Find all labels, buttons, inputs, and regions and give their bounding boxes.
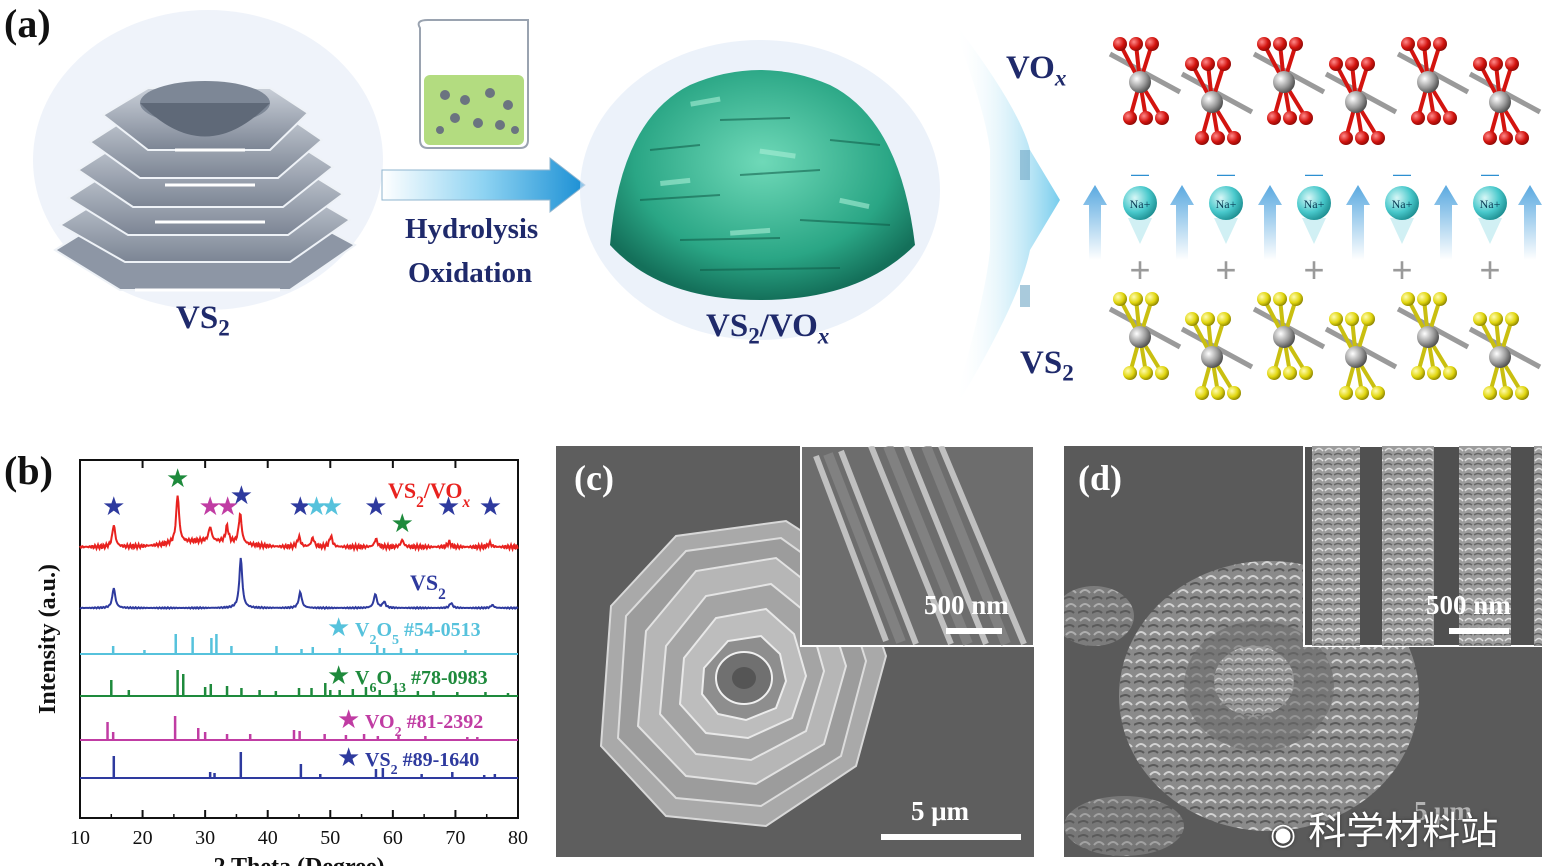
inset-scale-bar	[946, 628, 1002, 634]
negative-charge: —	[1217, 164, 1235, 184]
na-ion	[1209, 186, 1243, 220]
flux-arrow	[1258, 185, 1282, 260]
panel-c-main-scale: 5 μm	[911, 796, 970, 826]
x-axis-label: 2 Theta (Degree)	[213, 854, 384, 866]
flux-arrow	[1346, 185, 1370, 260]
phase-marker-star: ★	[305, 492, 328, 521]
positive-charge: +	[1391, 249, 1412, 290]
negative-charge: —	[1131, 164, 1149, 184]
vs2-vox-composite-illustration	[580, 40, 940, 340]
xrd-chart: 10 20 30 40 50 60 70 80 2 Theta (Degree) Intensit…	[35, 459, 528, 866]
vs2-crystal-layer	[1108, 292, 1542, 400]
x-tick-label: 50	[320, 827, 340, 849]
vs2-caption: VS2	[176, 300, 230, 341]
panel-d-sem-image: (d) 500 nm 5 μm	[1064, 446, 1542, 857]
phase-marker-star: ★	[479, 492, 502, 521]
phase-marker-star: ★	[364, 492, 387, 521]
series-label-4: VO2 #81-2392	[365, 711, 483, 740]
panel-b-label: (b)	[4, 448, 53, 493]
flux-arrow	[1083, 185, 1107, 260]
series-label-1: VS2	[410, 570, 446, 603]
panel-c-label: (c)	[574, 458, 614, 498]
flux-arrow	[1170, 185, 1194, 260]
process-arrow	[381, 156, 586, 214]
series-star-icon: ★	[327, 661, 350, 690]
phase-marker-star: ★	[102, 492, 125, 521]
na-ion	[1123, 186, 1157, 220]
na-ion-label: Na+	[1304, 197, 1325, 211]
vox-layer-label: VOx	[1006, 50, 1067, 91]
series-line-1	[79, 557, 519, 611]
positive-charge: +	[1303, 249, 1324, 290]
na-ion	[1297, 186, 1331, 220]
beaker-illustration	[417, 19, 529, 149]
vs2-layer-label: VS2	[1020, 345, 1074, 386]
flux-arrow	[1434, 185, 1458, 260]
na-ion-label: Na+	[1130, 197, 1151, 211]
x-tick-label: 20	[133, 827, 153, 849]
vs2-stack-illustration	[33, 10, 383, 310]
series-label-3: V6O13 #78-0983	[355, 667, 488, 696]
panel-c-sem-image: (c) 500 nm 5 μm	[556, 446, 1034, 857]
positive-charge: +	[1215, 249, 1236, 290]
negative-charge: —	[1481, 164, 1499, 184]
phase-marker-star: ★	[391, 509, 414, 538]
negative-charge: —	[1393, 164, 1411, 184]
panel-d-main-scale: 5 μm	[1414, 796, 1473, 826]
na-ion-row: Na+ — + Na+ — + Na+ — + Na+ — + Na+ — +	[1083, 164, 1542, 290]
x-tick-label: 80	[508, 827, 528, 849]
na-ion	[1385, 186, 1419, 220]
panel-a-label: (a)	[4, 1, 51, 46]
panel-c-inset-scale: 500 nm	[924, 590, 1009, 620]
na-ion-label: Na+	[1216, 197, 1237, 211]
vox-crystal-layer	[1108, 37, 1542, 145]
x-tick-label: 40	[258, 827, 278, 849]
phase-marker-star: ★	[289, 492, 312, 521]
phase-marker-star: ★	[166, 464, 189, 493]
x-tick-label: 10	[70, 827, 90, 849]
panel-d-inset-scale: 500 nm	[1426, 590, 1511, 620]
series-line-0	[79, 495, 519, 553]
series-label-2: V2O5 #54-0513	[355, 619, 481, 648]
process-label-hydrolysis: Hydrolysis	[405, 213, 539, 245]
inset-scale-bar	[1449, 628, 1509, 634]
process-label-oxidation: Oxidation	[408, 257, 533, 289]
positive-charge: +	[1129, 249, 1150, 290]
phase-marker-star: ★	[437, 492, 460, 521]
flux-arrow	[1518, 185, 1542, 260]
negative-charge: —	[1305, 164, 1323, 184]
main-scale-bar	[881, 834, 1021, 840]
phase-marker-star: ★	[198, 492, 221, 521]
series-star-icon: ★	[337, 705, 360, 734]
series-star-icon: ★	[337, 743, 360, 772]
panel-a-schematic: Na+ — + Na+ — + Na+ — + Na+ — + Na+ — +	[33, 10, 1542, 400]
x-tick-label: 60	[383, 827, 403, 849]
na-ion-label: Na+	[1392, 197, 1413, 211]
panel-d-label: (d)	[1078, 458, 1122, 498]
positive-charge: +	[1479, 249, 1500, 290]
watermark-text: 科学材料站	[1308, 809, 1499, 853]
na-ion-label: Na+	[1480, 197, 1501, 211]
composite-caption: VS2/VOx	[706, 308, 830, 349]
x-tick-label: 70	[445, 827, 465, 849]
weibo-icon: ◉	[1270, 817, 1297, 852]
na-ion	[1473, 186, 1507, 220]
x-tick-label: 30	[195, 827, 215, 849]
phase-marker-star: ★	[216, 492, 239, 521]
phase-marker-star: ★	[320, 492, 343, 521]
watermark: ◉ 科学材料站	[1270, 800, 1498, 855]
y-axis-label: Intensity (a.u.)	[35, 564, 61, 714]
phase-marker-star: ★	[230, 481, 253, 510]
transition-arrow	[955, 30, 1060, 400]
series-star-icon: ★	[327, 613, 350, 642]
